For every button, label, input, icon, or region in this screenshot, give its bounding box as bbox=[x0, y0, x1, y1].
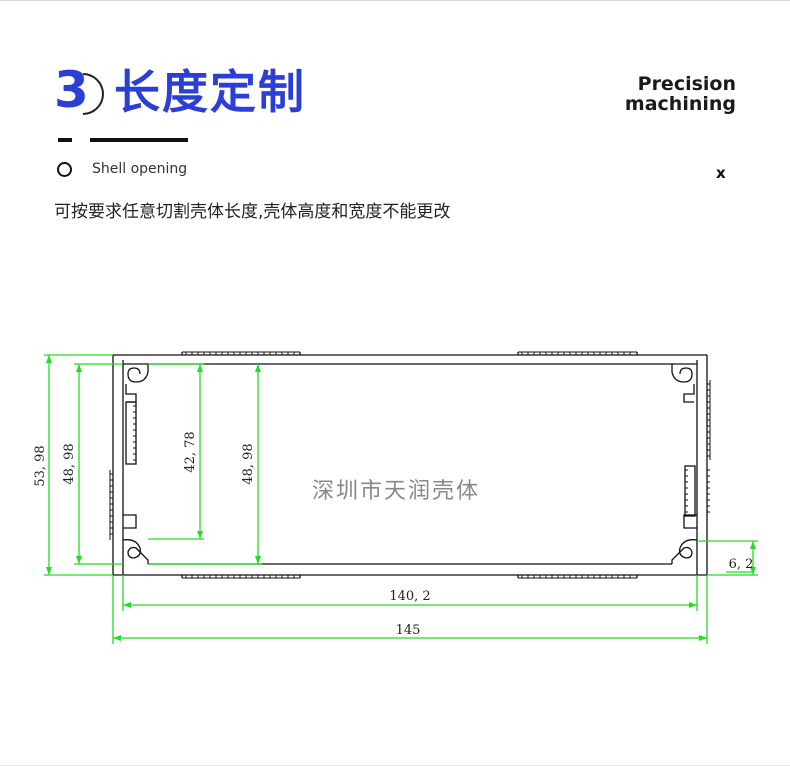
dim-overall-height: 53, 98 bbox=[33, 445, 48, 486]
watermark-text: 深圳市天润壳体 bbox=[312, 479, 480, 504]
subtitle-line-1: Precision bbox=[637, 73, 736, 95]
bottom-divider bbox=[0, 765, 790, 766]
subtitle: Precision machining bbox=[625, 74, 736, 114]
fin-serrations bbox=[109, 351, 711, 579]
description-text: 可按要求任意切割壳体长度,壳体高度和宽度不能更改 bbox=[54, 202, 451, 222]
dim-slot-height: 42, 78 bbox=[183, 431, 198, 472]
dim-foot-height: 6, 2 bbox=[729, 557, 754, 572]
section-label: Shell opening bbox=[92, 161, 188, 177]
divider-dash-short bbox=[58, 138, 72, 142]
subtitle-line-2: machining bbox=[624, 93, 736, 115]
dim-inner-height-center: 48, 98 bbox=[241, 443, 256, 484]
step-number: 3 bbox=[54, 61, 89, 119]
divider-dash-long bbox=[90, 138, 188, 142]
page-title: 长度定制 bbox=[114, 65, 306, 119]
top-divider bbox=[0, 0, 790, 1]
enclosure-profile bbox=[112, 352, 708, 578]
dimension-arrows bbox=[46, 355, 756, 641]
dimension-lines bbox=[44, 354, 758, 644]
dim-overall-width: 145 bbox=[396, 623, 421, 638]
bullet-circle-icon bbox=[57, 162, 72, 177]
dim-inner-height-left: 48, 98 bbox=[62, 443, 77, 484]
close-icon[interactable]: x bbox=[716, 164, 726, 182]
dim-inner-width: 140, 2 bbox=[389, 589, 430, 604]
